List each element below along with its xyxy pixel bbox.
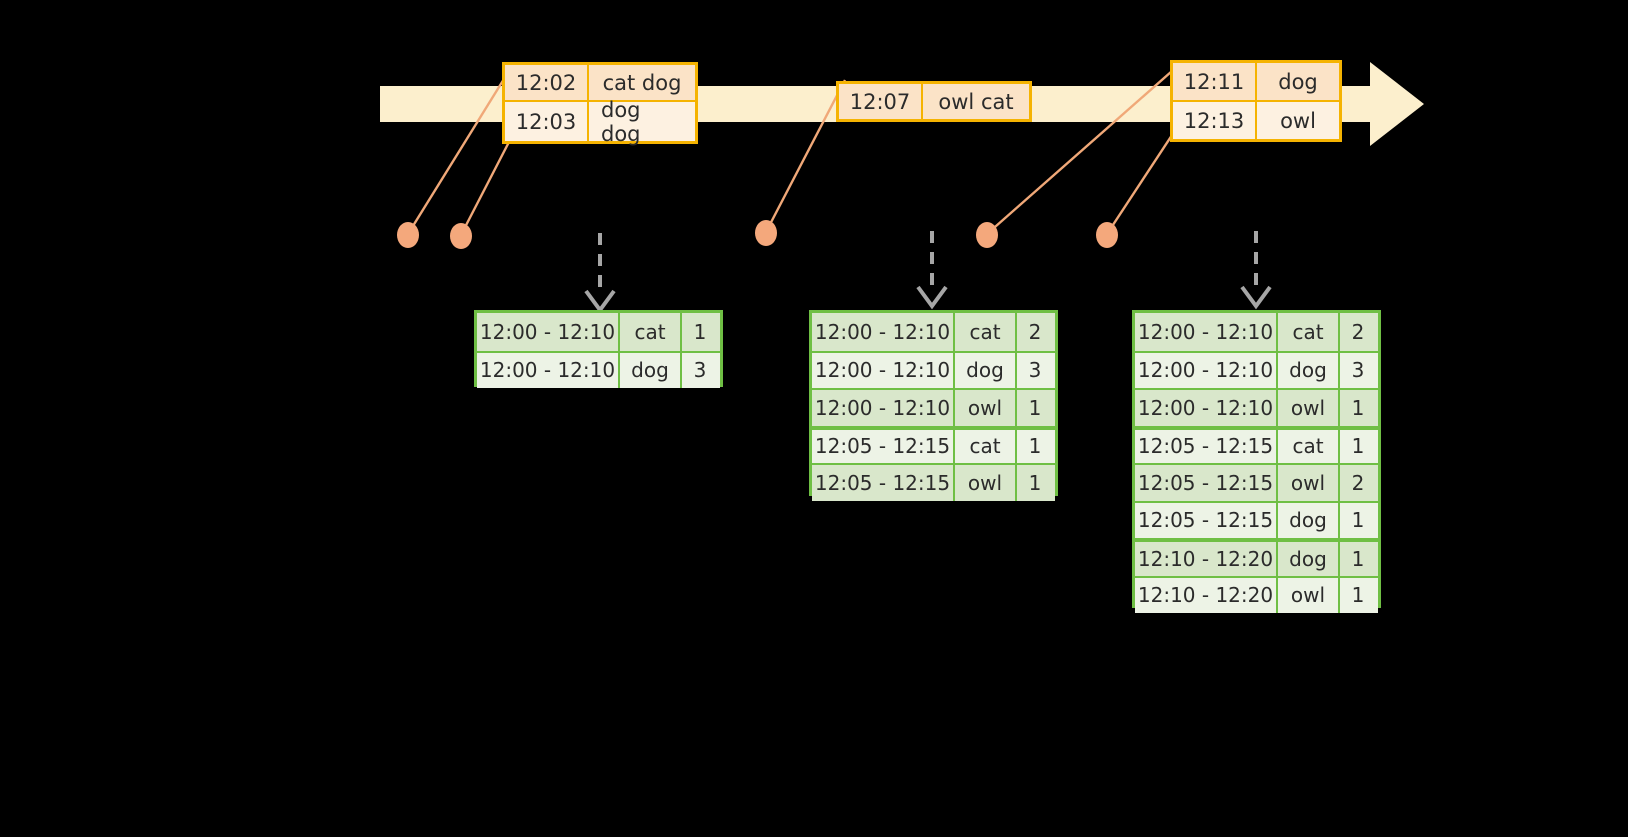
event-words: dog dog	[601, 97, 641, 146]
result-table-1[interactable]: 12:00 - 12:10 cat 1 12:00 - 12:10 dog 3	[474, 310, 723, 388]
count-cell: 2	[1351, 470, 1365, 495]
window-cell: 12:05 - 12:15	[1135, 429, 1278, 463]
window-cell: 12:10 - 12:20	[1135, 542, 1278, 576]
count-cell: 1	[1351, 395, 1365, 420]
count-cell: 1	[1351, 546, 1365, 571]
word-cell: owl	[955, 390, 1017, 426]
window-cell: 12:00 - 12:10	[812, 390, 955, 426]
event-row[interactable]: 12:02 cat dog	[505, 65, 695, 100]
event-row[interactable]: 12:11 dog	[1173, 63, 1339, 100]
event-group-2[interactable]: 12:07 owl cat	[836, 81, 1032, 122]
connector-line-1	[406, 65, 514, 235]
window-cell: 12:05 - 12:15	[812, 429, 955, 463]
table-row[interactable]: 12:05 - 12:15 dog 1	[1135, 500, 1378, 538]
table-row[interactable]: 12:00 - 12:10 cat 2	[812, 313, 1055, 351]
count-cell: 1	[1028, 470, 1042, 495]
window-cell: 12:05 - 12:15	[1135, 465, 1278, 501]
window-cell: 12:00 - 12:10	[1135, 390, 1278, 426]
event-group-3[interactable]: 12:11 dog 12:13 owl	[1170, 60, 1342, 142]
event-time: 12:07	[839, 84, 923, 119]
window-cell: 12:00 - 12:10	[812, 352, 955, 388]
count-cell: 1	[693, 319, 707, 344]
word-cell: cat	[620, 313, 682, 351]
event-words: owl	[1280, 108, 1316, 133]
connector-line-2	[459, 139, 512, 236]
dashed-arrows	[584, 231, 1272, 314]
result-table-2[interactable]: 12:00 - 12:10 cat 2 12:00 - 12:10 dog 3 …	[809, 310, 1058, 501]
count-cell: 2	[1351, 319, 1365, 344]
table-row[interactable]: 12:00 - 12:10 cat 2	[1135, 313, 1378, 351]
connector-line-3	[764, 79, 847, 233]
window-cell: 12:00 - 12:10	[1135, 313, 1278, 351]
word-cell: cat	[1278, 313, 1340, 351]
event-dot-5	[1096, 222, 1118, 248]
window-cell: 12:00 - 12:10	[812, 313, 955, 351]
event-dot-4	[976, 222, 998, 248]
table-row[interactable]: 12:05 - 12:15 owl 1	[812, 463, 1055, 501]
window-cell: 12:10 - 12:20	[1135, 577, 1278, 613]
count-cell: 3	[693, 358, 707, 383]
event-dot-1	[397, 222, 419, 248]
connector-line-5	[1105, 125, 1180, 235]
event-row[interactable]: 12:13 owl	[1173, 100, 1339, 139]
table-row[interactable]: 12:00 - 12:10 dog 3	[1135, 350, 1378, 388]
event-time: 12:11	[1173, 63, 1257, 100]
count-cell: 1	[1351, 434, 1365, 459]
count-cell: 1	[1351, 583, 1365, 608]
event-dot-2	[450, 223, 472, 249]
table-row[interactable]: 12:00 - 12:10 dog 3	[812, 350, 1055, 388]
event-row[interactable]: 12:07 owl cat	[839, 84, 1029, 119]
event-words: dog	[1278, 69, 1318, 94]
event-dot-3	[755, 220, 777, 246]
word-cell: cat	[955, 313, 1017, 351]
table-row[interactable]: 12:00 - 12:10 owl 1	[1135, 388, 1378, 426]
count-cell: 3	[1028, 358, 1042, 383]
event-row[interactable]: 12:03 dog dog	[505, 97, 695, 146]
event-words: cat dog	[602, 70, 682, 95]
table-row[interactable]: 12:00 - 12:10 owl 1	[812, 388, 1055, 426]
window-cell: 12:05 - 12:15	[812, 465, 955, 501]
table-row[interactable]: 12:00 - 12:10 dog 3	[477, 350, 720, 388]
table-row[interactable]: 12:05 - 12:15 cat 1	[1135, 425, 1378, 463]
count-cell: 1	[1028, 395, 1042, 420]
event-time: 12:13	[1173, 102, 1257, 139]
dashed-arrow-2-head	[916, 285, 948, 310]
event-time: 12:03	[505, 102, 589, 141]
table-row[interactable]: 12:05 - 12:15 owl 2	[1135, 463, 1378, 501]
table-row[interactable]: 12:10 - 12:20 owl 1	[1135, 575, 1378, 613]
event-time: 12:02	[505, 65, 589, 100]
word-cell: dog	[955, 352, 1017, 388]
count-cell: 3	[1351, 358, 1365, 383]
word-cell: cat	[1278, 429, 1340, 463]
dashed-arrow-3-head	[1240, 285, 1272, 310]
window-cell: 12:00 - 12:10	[1135, 352, 1278, 388]
word-cell: dog	[1278, 542, 1340, 576]
word-cell: cat	[955, 429, 1017, 463]
dashed-arrow-1-head	[584, 289, 616, 314]
word-cell: owl	[1278, 577, 1340, 613]
count-cell: 2	[1028, 319, 1042, 344]
table-row[interactable]: 12:05 - 12:15 cat 1	[812, 425, 1055, 463]
word-cell: owl	[1278, 390, 1340, 426]
result-table-3[interactable]: 12:00 - 12:10 cat 2 12:00 - 12:10 dog 3 …	[1132, 310, 1381, 613]
table-row[interactable]: 12:00 - 12:10 cat 1	[477, 313, 720, 351]
word-cell: owl	[955, 465, 1017, 501]
window-cell: 12:00 - 12:10	[477, 313, 620, 351]
event-dots	[397, 220, 1118, 249]
count-cell: 1	[1351, 508, 1365, 533]
event-group-1[interactable]: 12:02 cat dog 12:03 dog dog	[502, 62, 698, 146]
event-words: owl cat	[938, 89, 1014, 114]
table-row[interactable]: 12:10 - 12:20 dog 1	[1135, 538, 1378, 576]
count-cell: 1	[1028, 434, 1042, 459]
word-cell: dog	[1278, 502, 1340, 538]
word-cell: owl	[1278, 465, 1340, 501]
window-cell: 12:05 - 12:15	[1135, 502, 1278, 538]
word-cell: dog	[620, 352, 682, 388]
word-cell: dog	[1278, 352, 1340, 388]
window-cell: 12:00 - 12:10	[477, 352, 620, 388]
